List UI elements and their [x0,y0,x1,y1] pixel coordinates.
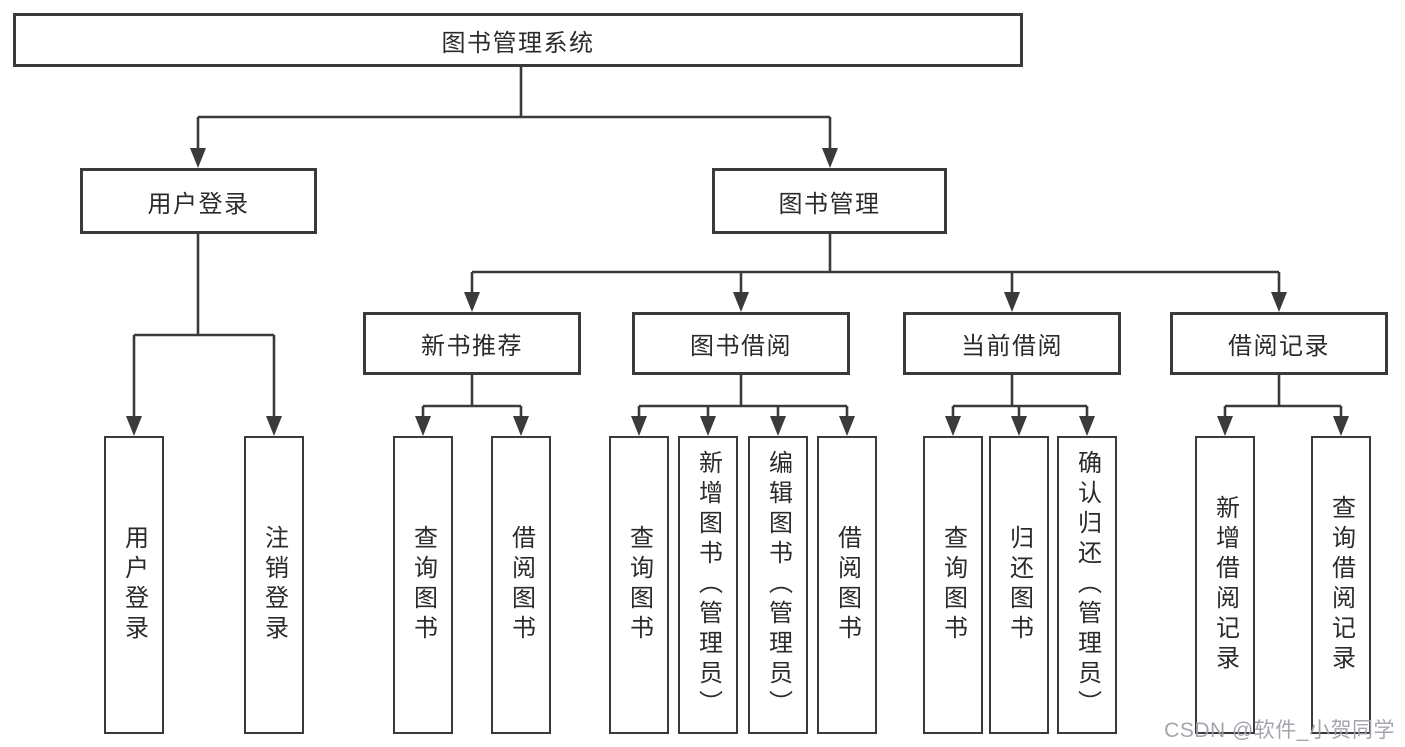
node-leaf-query-books-borrow-label: 查询图书 [625,525,653,645]
node-leaf-add-books-admin-label: 新增图书（管理员） [694,450,722,720]
arrowheads-new-book-children [415,416,529,436]
node-new-book-recommend: 新书推荐 [363,312,581,375]
connector-user-login-children [132,234,276,420]
node-book-borrow: 图书借阅 [632,312,850,375]
node-leaf-query-books-borrow: 查询图书 [609,436,669,734]
node-leaf-query-books-recommend-label: 查询图书 [409,525,437,645]
node-new-book-recommend-label: 新书推荐 [421,333,523,360]
node-current-borrow-label: 当前借阅 [961,333,1063,360]
node-leaf-borrow-books-label: 借阅图书 [833,525,861,645]
arrowheads-borrow-records-children [1217,416,1349,436]
node-leaf-user-login: 用户登录 [104,436,164,734]
node-root-system-label: 图书管理系统 [441,29,595,57]
node-leaf-query-borrow-record: 查询借阅记录 [1311,436,1371,734]
node-leaf-user-login-label: 用户登录 [120,525,148,645]
node-book-management: 图书管理 [712,168,947,234]
node-book-management-label: 图书管理 [778,190,881,218]
node-leaf-confirm-return-admin: 确认归还（管理员） [1057,436,1117,734]
node-borrow-records-label: 借阅记录 [1228,333,1330,360]
arrowheads-user-login-children [126,416,282,436]
node-borrow-records: 借阅记录 [1170,312,1388,375]
node-leaf-logout-label: 注销登录 [260,525,288,645]
node-leaf-add-books-admin: 新增图书（管理员） [678,436,738,734]
connector-book-management-children [470,234,1281,296]
node-leaf-return-books: 归还图书 [989,436,1049,734]
node-leaf-borrow-books-recommend: 借阅图书 [491,436,551,734]
node-leaf-query-books-recommend: 查询图书 [393,436,453,734]
connector-root-to-level1 [196,67,832,152]
node-current-borrow: 当前借阅 [903,312,1121,375]
node-leaf-add-borrow-record-label: 新增借阅记录 [1211,495,1239,675]
node-user-login: 用户登录 [80,168,317,234]
node-leaf-borrow-books: 借阅图书 [817,436,877,734]
node-leaf-add-borrow-record: 新增借阅记录 [1195,436,1255,734]
node-leaf-query-books-current-label: 查询图书 [939,525,967,645]
node-leaf-confirm-return-admin-label: 确认归还（管理员） [1073,450,1101,720]
node-root-system: 图书管理系统 [13,13,1023,67]
connector-new-book-children [421,375,523,420]
arrowheads-level1 [190,148,838,168]
node-user-login-label: 用户登录 [147,190,250,218]
node-book-borrow-label: 图书借阅 [690,333,792,360]
node-leaf-edit-books-admin-label: 编辑图书（管理员） [764,450,792,720]
node-leaf-query-borrow-record-label: 查询借阅记录 [1327,495,1355,675]
node-leaf-borrow-books-recommend-label: 借阅图书 [507,525,535,645]
node-leaf-return-books-label: 归还图书 [1005,525,1033,645]
arrowheads-current-borrow-children [945,416,1095,436]
arrowheads-book-borrow-children [631,416,855,436]
arrowheads-level2 [464,292,1287,312]
node-leaf-logout: 注销登录 [244,436,304,734]
csdn-watermark: CSDN @软件_小贺同学 [1164,719,1395,742]
node-leaf-edit-books-admin: 编辑图书（管理员） [748,436,808,734]
node-leaf-query-books-current: 查询图书 [923,436,983,734]
connector-book-borrow-children [637,375,849,420]
connector-current-borrow-children [951,375,1089,420]
connector-borrow-records-children [1223,375,1343,420]
